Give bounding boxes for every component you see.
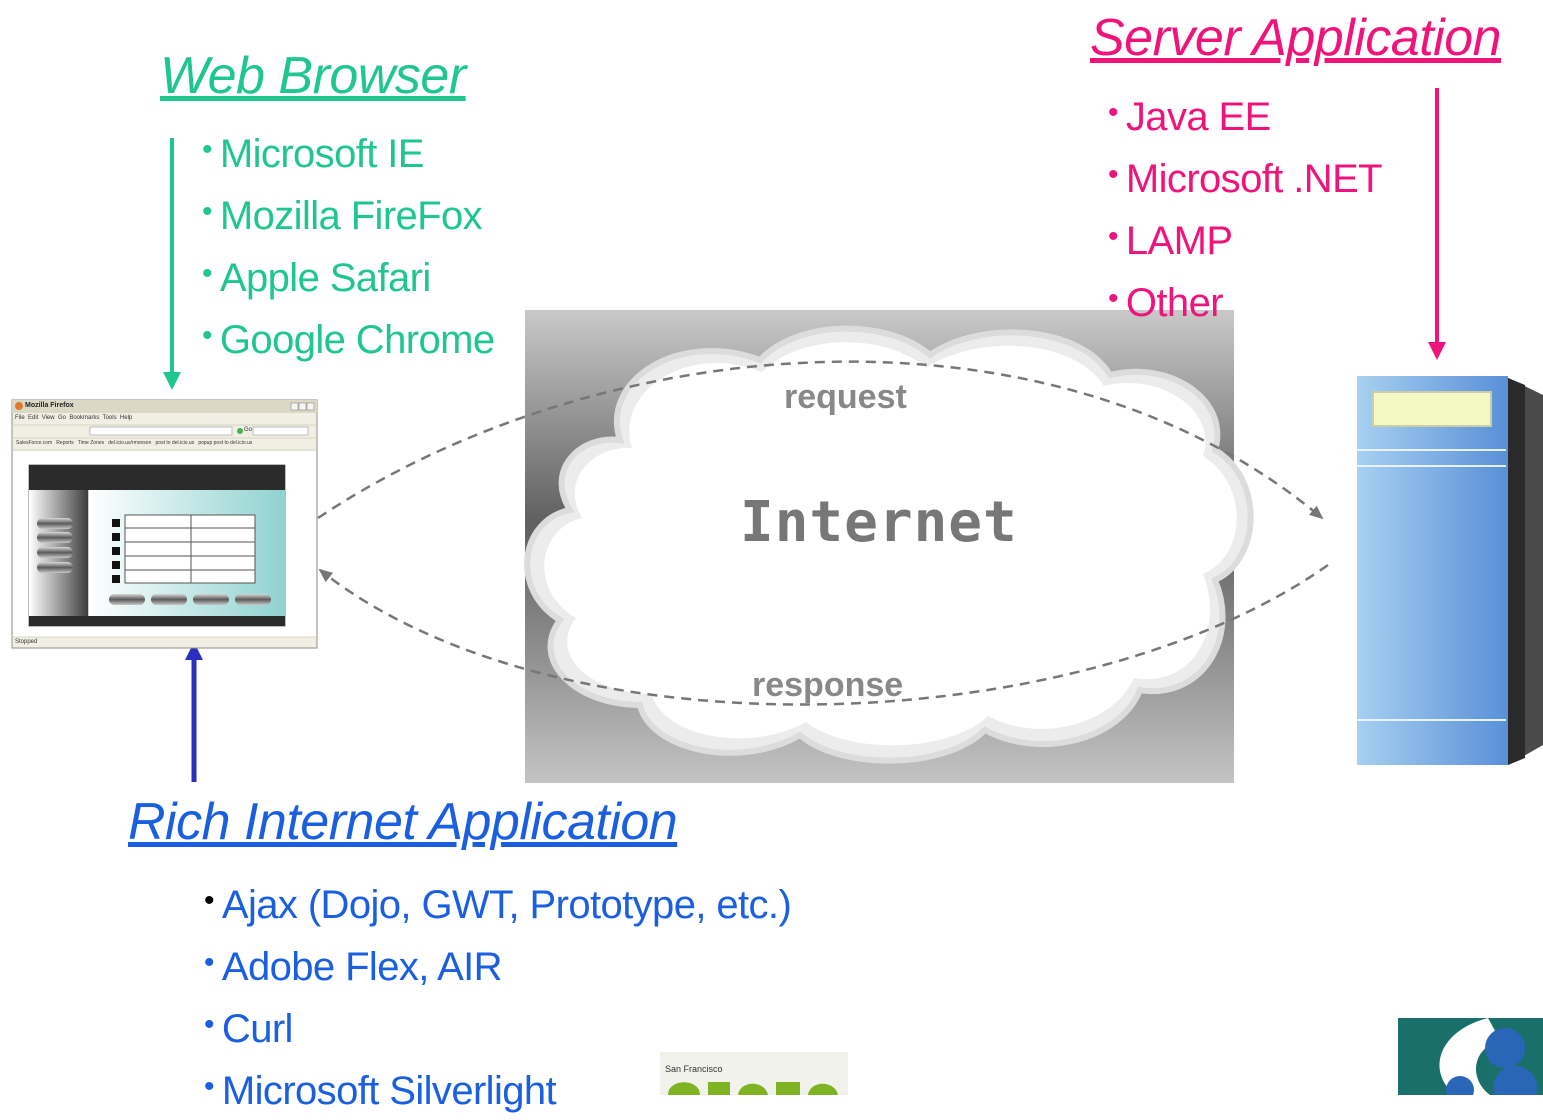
menu-file[interactable]: File: [15, 415, 25, 421]
web-browser-list: •Microsoft IE •Mozilla FireFox •Apple Sa…: [202, 121, 495, 369]
browser-title: Mozilla Firefox: [25, 402, 74, 409]
bookmark-popup-post[interactable]: popup post to del.icio.us: [198, 440, 253, 446]
server-arrow: [1428, 88, 1446, 360]
request-label: request: [784, 378, 907, 416]
browser-go-button[interactable]: Go: [244, 427, 253, 433]
list-item: •Other: [1108, 281, 1224, 325]
corner-logo: [1398, 1018, 1543, 1095]
bookmark-reports[interactable]: Reports: [56, 440, 74, 446]
bookmark-post-delicious[interactable]: post to del.icio.us: [155, 440, 195, 446]
ria-arrow: [185, 642, 203, 782]
list-item: •Adobe Flex, AIR: [204, 945, 503, 989]
list-item: •Google Chrome: [202, 318, 495, 362]
menu-tools[interactable]: Tools: [102, 415, 117, 421]
menu-help[interactable]: Help: [119, 415, 133, 421]
diagram-canvas: [11, 88, 1543, 1095]
list-item: •Microsoft IE: [202, 132, 424, 176]
list-item: •Java EE: [1108, 95, 1271, 139]
browser-arrow: [163, 138, 181, 390]
internet-cloud: [524, 310, 1254, 783]
menu-view[interactable]: View: [41, 415, 55, 421]
list-item: •LAMP: [1108, 219, 1233, 263]
menu-edit[interactable]: Edit: [28, 415, 39, 421]
browser-bookmarks-bar: SalesForce.com Reports Time Zones del.ic…: [16, 440, 252, 446]
menu-bookmarks[interactable]: Bookmarks: [69, 415, 100, 421]
menu-go[interactable]: Go: [57, 415, 66, 421]
response-label: response: [752, 666, 904, 704]
list-item: •Ajax (Dojo, GWT, Prototype, etc.): [204, 883, 792, 927]
list-item: •Apple Safari: [202, 256, 431, 300]
browser-status: Stopped: [15, 639, 38, 645]
internet-label: Internet: [740, 490, 1018, 555]
ria-heading: Rich Internet Application: [128, 793, 678, 851]
server-tower: [1357, 376, 1543, 765]
list-item: •Mozilla FireFox: [202, 194, 483, 238]
browser-window: [11, 399, 318, 649]
web-browser-heading: Web Browser: [160, 47, 466, 105]
logo-text: San Francisco: [665, 1064, 723, 1074]
bookmark-time-zones[interactable]: Time Zones: [77, 440, 105, 446]
list-item: •Curl: [204, 1007, 293, 1051]
bookmark-delicious[interactable]: del.icio.us/rmonson: [108, 440, 152, 446]
server-application-heading: Server Application: [1090, 9, 1502, 67]
ria-list: •Ajax (Dojo, GWT, Prototype, etc.) •Adob…: [204, 872, 792, 1120]
list-item: •Microsoft .NET: [1108, 157, 1383, 201]
request-arrow: [317, 360, 1324, 520]
browser-menu: File Edit View Go Bookmarks Tools Help: [15, 415, 132, 421]
server-application-list: •Java EE •Microsoft .NET •LAMP •Other: [1108, 84, 1383, 332]
bookmark-salesforce[interactable]: SalesForce.com: [16, 440, 53, 446]
response-arrow: [318, 563, 1329, 706]
conference-logo: [660, 1052, 848, 1095]
